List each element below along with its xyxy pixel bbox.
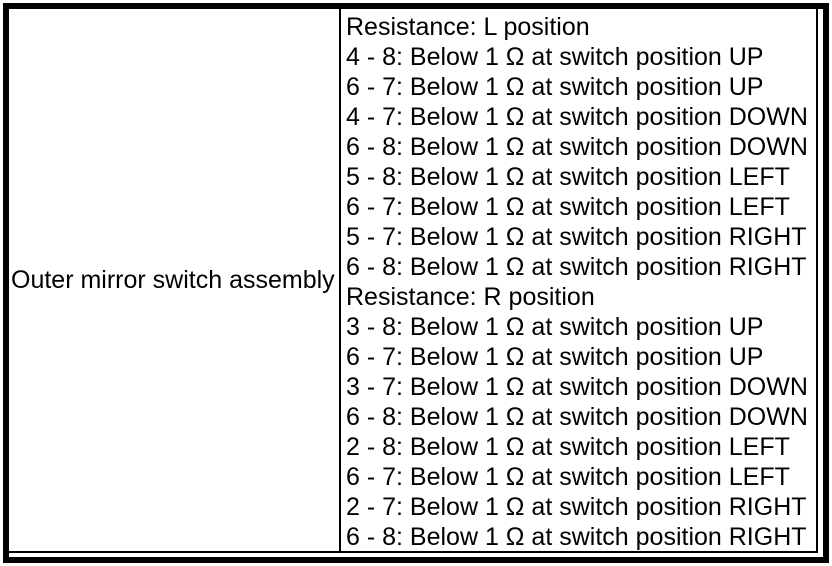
spec-line: 6 - 8: Below 1 Ω at switch position DOWN [346, 403, 808, 431]
spec-line: 5 - 7: Below 1 Ω at switch position RIGH… [346, 223, 807, 251]
spec-line-group-header: Resistance: L position [346, 13, 590, 41]
spec-line: 6 - 7: Below 1 Ω at switch position LEFT [346, 463, 790, 491]
component-name: Outer mirror switch assembly [11, 266, 335, 294]
table-outer-frame: Outer mirror switch assembly Resistance:… [3, 3, 829, 563]
resistance-spec-table: Outer mirror switch assembly Resistance:… [9, 9, 818, 553]
spec-line: 6 - 7: Below 1 Ω at switch position UP [346, 343, 764, 371]
spec-line: 6 - 7: Below 1 Ω at switch position LEFT [346, 193, 790, 221]
spec-line: 3 - 7: Below 1 Ω at switch position DOWN [346, 373, 808, 401]
spec-cell: Resistance: L position 4 - 8: Below 1 Ω … [341, 9, 816, 551]
component-cell: Outer mirror switch assembly [9, 9, 341, 551]
spec-line-group-header: Resistance: R position [346, 283, 595, 311]
spec-line: 6 - 8: Below 1 Ω at switch position RIGH… [346, 253, 807, 281]
spec-line: 4 - 7: Below 1 Ω at switch position DOWN [346, 103, 808, 131]
spec-line: 4 - 8: Below 1 Ω at switch position UP [346, 43, 764, 71]
spec-line: 2 - 8: Below 1 Ω at switch position LEFT [346, 433, 790, 461]
spec-line: 6 - 8: Below 1 Ω at switch position DOWN [346, 133, 808, 161]
spec-line: 5 - 8: Below 1 Ω at switch position LEFT [346, 163, 790, 191]
spec-line: 3 - 8: Below 1 Ω at switch position UP [346, 313, 764, 341]
spec-line: 2 - 7: Below 1 Ω at switch position RIGH… [346, 493, 807, 521]
spec-line: 6 - 8: Below 1 Ω at switch position RIGH… [346, 523, 807, 551]
spec-line: 6 - 7: Below 1 Ω at switch position UP [346, 73, 764, 101]
